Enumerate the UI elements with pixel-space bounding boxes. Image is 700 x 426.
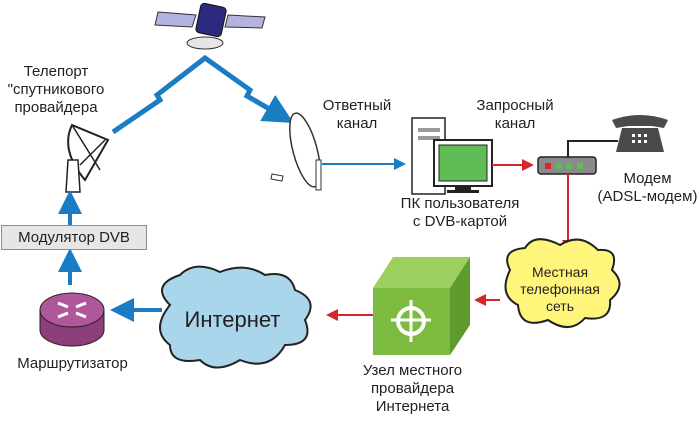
phone-network-label: Местная телефонная сеть [505, 264, 615, 315]
internet-label: Интернет [184, 307, 281, 332]
phone-network-cloud [504, 238, 621, 328]
router-icon [39, 292, 105, 347]
phone-network-label-line: Местная [531, 264, 589, 280]
pc-label: ПК пользователя с DVB-картой [385, 195, 535, 231]
satellite-icon [154, 2, 266, 50]
request-channel-label-line: Запросный [476, 97, 554, 114]
pc-icon [411, 117, 493, 195]
isp-node-label: Узел местного провайдера Интернета [350, 362, 475, 416]
return-channel-label-line: канал [336, 115, 378, 132]
isp-node-label-line: Интернета [375, 398, 450, 415]
isp-node-icon [373, 257, 470, 355]
phone-line [567, 140, 618, 157]
isp-node-label-line: провайдера [370, 380, 455, 397]
router-label: Маршрутизатор [17, 355, 128, 372]
modulator-dvb-box: Модулятор DVB [1, 225, 147, 250]
modem-label-line: Модем [623, 170, 672, 187]
uplink-signal [111, 54, 294, 135]
request-channel-label: Запросный канал [465, 97, 565, 133]
telephone-icon [612, 115, 668, 152]
pc-label-line: ПК пользователя [400, 195, 520, 212]
phone-network-label-line: телефонная [520, 281, 600, 297]
isp-node-label-line: Узел местного [362, 362, 463, 379]
teleport-label: Телепорт "спутникового провайдера [0, 63, 112, 117]
teleport-label-line: Телепорт [23, 63, 89, 80]
modem-label: Модем (ADSL-модем) [595, 170, 700, 206]
modem-icon [537, 156, 597, 175]
pc-label-line: с DVB-картой [412, 213, 508, 230]
return-channel-label: Ответный канал [312, 97, 402, 133]
receiver-dish-icon [270, 112, 322, 191]
modem-label-line: (ADSL-модем) [597, 188, 698, 205]
request-channel-label-line: канал [494, 115, 536, 132]
teleport-label-line: провайдера [14, 99, 98, 116]
internet-cloud [159, 265, 312, 369]
phone-network-label-line: сеть [545, 298, 575, 314]
teleport-dish-icon [65, 123, 110, 193]
return-channel-label-line: Ответный [322, 97, 392, 114]
teleport-label-line: "спутникового [7, 81, 105, 98]
